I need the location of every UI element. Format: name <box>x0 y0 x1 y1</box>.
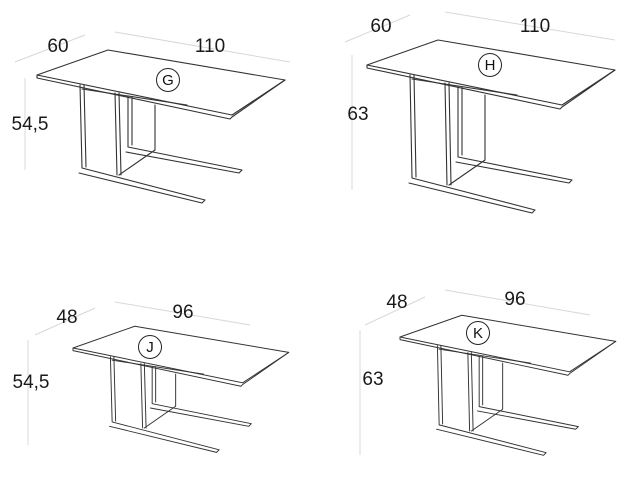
dimension-line-k <box>364 296 426 326</box>
front-rail <box>438 348 531 364</box>
height-label-g: 54,5 <box>11 114 49 135</box>
length-label-g: 110 <box>194 36 226 57</box>
middle-post-inner <box>470 352 474 432</box>
back-leg-frame <box>125 96 243 174</box>
middle-post <box>467 352 471 432</box>
tabletop-edge <box>399 336 617 373</box>
middle-post <box>444 82 448 186</box>
dimension-line-j <box>34 307 96 336</box>
middle-post <box>140 363 144 429</box>
model-badge-k: K <box>466 321 490 345</box>
length-label-k: 96 <box>504 289 526 310</box>
table-drawing-j <box>72 325 290 453</box>
front-rail <box>411 78 518 96</box>
dimension-line-k <box>444 289 591 316</box>
length-label-j: 96 <box>172 302 194 323</box>
depth-label-g: 60 <box>47 36 69 57</box>
front-rail <box>111 359 204 375</box>
tabletop-edge <box>366 64 616 106</box>
front-leg-frame <box>436 345 547 456</box>
front-leg-inner <box>440 345 444 425</box>
depth-label-k: 48 <box>386 292 408 313</box>
dimension-line-g <box>14 34 86 63</box>
tabletop <box>72 325 290 387</box>
height-label-k: 63 <box>362 369 384 390</box>
height-label-j: 54,5 <box>12 372 50 393</box>
dimension-line-g <box>114 31 291 63</box>
dimension-line-h <box>344 14 411 43</box>
dimension-line-h <box>444 11 616 41</box>
dimension-line-j <box>114 301 251 326</box>
model-badge-g: G <box>156 68 180 92</box>
depth-label-h: 60 <box>370 16 392 37</box>
front-leg-inner <box>113 356 117 422</box>
middle-post-inner <box>118 92 122 176</box>
cross-bar <box>448 94 486 186</box>
tabletop-edge <box>36 74 286 116</box>
back-leg-frame <box>149 366 252 427</box>
length-label-h: 110 <box>519 16 551 37</box>
cross-bar <box>118 104 156 176</box>
height-label-h: 63 <box>347 104 369 125</box>
tabletop <box>399 314 617 376</box>
cross-bar <box>470 362 504 432</box>
depth-label-j: 48 <box>56 307 78 328</box>
front-leg-frame <box>78 84 206 204</box>
model-badge-j: J <box>138 335 162 359</box>
model-badge-h: H <box>478 53 502 77</box>
tabletop-edge <box>72 347 290 384</box>
front-leg-frame <box>408 74 536 214</box>
front-leg-inner <box>413 74 417 178</box>
middle-post <box>114 92 118 176</box>
middle-post-inner <box>143 363 147 429</box>
front-leg-frame <box>109 356 220 453</box>
back-leg-frame <box>476 355 579 430</box>
middle-post-inner <box>448 82 452 186</box>
cross-bar <box>143 373 177 429</box>
front-rail <box>81 88 188 106</box>
table-drawing-k <box>399 314 617 456</box>
back-leg-frame <box>455 86 573 184</box>
front-leg-inner <box>83 84 87 168</box>
